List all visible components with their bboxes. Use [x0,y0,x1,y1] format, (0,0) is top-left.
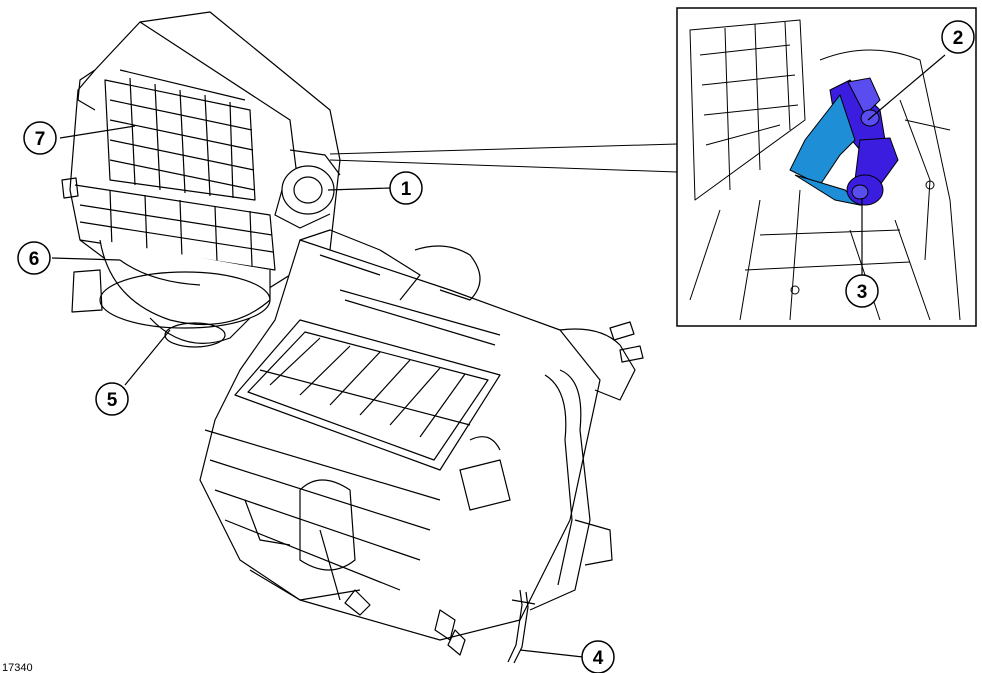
callout-4: 4 [581,640,615,673]
callout-5: 5 [95,382,129,416]
callout-5-number: 5 [107,390,118,411]
callout-6-number: 6 [29,249,40,270]
callout-2-number: 2 [953,28,964,49]
callout-1-number: 1 [401,179,412,200]
figure-id: 17340 [2,662,33,673]
callout-3: 3 [845,274,879,308]
blower-housing [61,11,341,313]
callout-7-number: 7 [35,129,46,150]
callout-4-number: 4 [593,648,604,669]
inset-detail [329,7,977,327]
callout-6: 6 [17,241,51,275]
blower-motor [99,239,271,348]
actuator-linkage-icon [789,77,899,206]
hvac-module-illustration [61,11,644,664]
callout-2: 2 [941,20,975,54]
callouts [51,54,946,658]
callout-3-number: 3 [857,282,868,303]
heater-case [199,229,644,664]
callout-7: 7 [23,121,57,155]
callout-1: 1 [389,171,423,205]
actuator-motor [274,149,341,229]
